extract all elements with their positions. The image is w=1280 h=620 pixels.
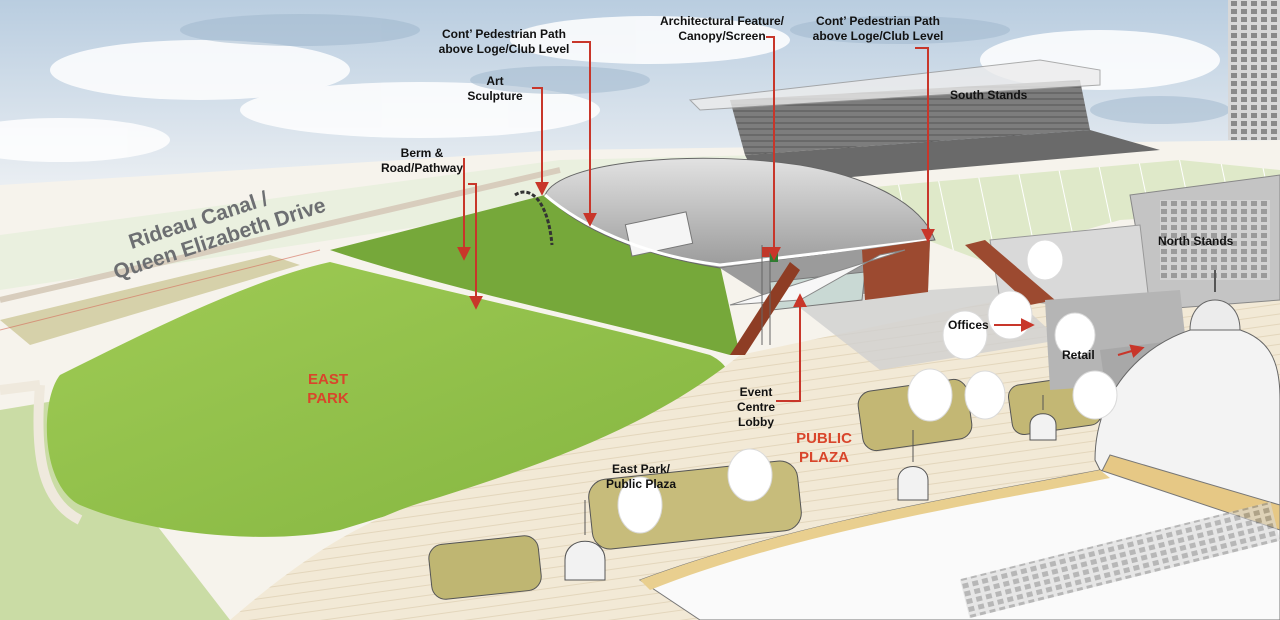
- arrow-path-left: [572, 41, 597, 227]
- art-sculpture: [514, 190, 554, 246]
- brick-wall: [862, 240, 930, 300]
- canal-planting: [0, 255, 300, 345]
- label-pedestrian-path-right: Cont’ Pedestrian Path above Loge/Club Le…: [812, 14, 944, 43]
- south-stands: [688, 59, 1160, 185]
- label-east-park-public-plaza: East Park/ Public Plaza: [605, 462, 677, 491]
- canal-road-edge: [0, 167, 561, 303]
- label-event-centre-lobby: Event Centre Lobby: [736, 385, 775, 429]
- label-architectural-feature: Architectural Feature/ Canopy/Screen: [659, 14, 785, 43]
- canopy-blade: [730, 262, 800, 355]
- label-north-stands: North Stands: [1158, 234, 1234, 248]
- label-pedestrian-path-left: Cont’ Pedestrian Path above Loge/Club Le…: [438, 27, 570, 56]
- north-stands: [989, 174, 1280, 311]
- label-south-stands: South Stands: [950, 88, 1028, 102]
- canal-road-line: [0, 249, 321, 331]
- label-offices: Offices: [948, 318, 989, 332]
- residential-tower: [1228, 0, 1280, 140]
- zone-public-plaza: PUBLIC PLAZA: [796, 430, 852, 466]
- east-park-lawn: [46, 262, 730, 537]
- turrets: [564, 395, 1057, 581]
- leader-arrows: [457, 36, 1145, 402]
- roof-block: [624, 211, 694, 257]
- park-path: [0, 380, 83, 525]
- label-retail: Retail: [1062, 348, 1095, 362]
- cloud-shadows: [180, 14, 1230, 124]
- arrow-feature: [766, 36, 781, 261]
- plaza-trees: [617, 239, 1118, 534]
- arrow-retail: [1117, 344, 1145, 358]
- arrow-lobby: [776, 293, 807, 402]
- arrow-path-right: [915, 47, 935, 243]
- label-art-sculpture: Art Sculpture: [467, 74, 523, 103]
- label-berm: Berm & Road/Pathway: [380, 146, 464, 175]
- stadium-field: [840, 160, 1280, 260]
- zone-east-park: EAST PARK: [307, 371, 349, 407]
- pavilion-vents: [959, 501, 1280, 619]
- brick-ramp: [965, 240, 1055, 305]
- pavilion-eave: [640, 470, 1110, 590]
- berm-slope: [330, 195, 740, 355]
- arrow-art: [532, 87, 549, 196]
- arrow-berm-2: [468, 183, 483, 310]
- berm-ridge: [544, 193, 931, 267]
- clouds: [0, 16, 1220, 162]
